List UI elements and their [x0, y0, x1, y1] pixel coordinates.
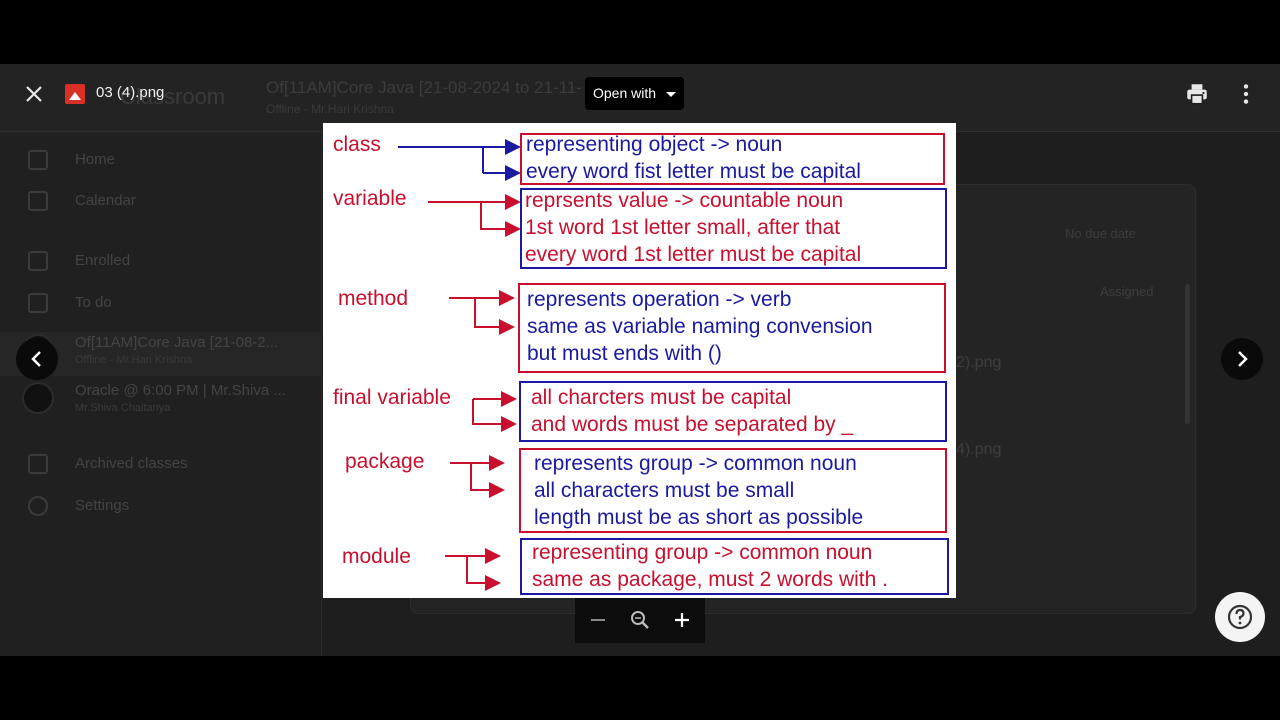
- sidebar-item-label: Oracle @ 6:00 PM | Mr.Shiva ...: [75, 382, 286, 399]
- definition-line: every word fist letter must be capital: [526, 160, 861, 183]
- caret-down-icon: [666, 92, 676, 97]
- sidebar-item-todo: To do: [0, 283, 322, 323]
- arrow-line: [398, 146, 484, 173]
- sidebar-item-class-oracle: Oracle @ 6:00 PM | Mr.Shiva ... Mr.Shiva…: [0, 380, 322, 424]
- definition-box: represents operation -> verb same as var…: [518, 283, 946, 373]
- zoom-out-button[interactable]: [582, 604, 614, 636]
- home-icon: [28, 150, 48, 170]
- background-file-1: 2).png: [956, 354, 1002, 371]
- checklist-icon: [28, 293, 48, 313]
- chevron-left-icon: [31, 351, 41, 367]
- definition-line: but must ends with (): [527, 342, 722, 365]
- zoom-toolbar: [575, 598, 705, 643]
- background-file-2: 4).png: [956, 441, 1002, 458]
- sidebar-item-label: To do: [75, 294, 112, 311]
- background-course-subtitle: Offline - Mr.Hari Krishna: [266, 102, 394, 116]
- help-button[interactable]: [1215, 592, 1265, 642]
- sidebar-item-calendar: Calendar: [0, 181, 322, 221]
- graduation-cap-icon: [28, 251, 48, 271]
- print-button[interactable]: [1184, 81, 1210, 107]
- sidebar-item-label: Archived classes: [75, 455, 188, 472]
- sidebar-item-label: Enrolled: [75, 252, 131, 269]
- next-button[interactable]: [1221, 338, 1263, 380]
- definition-box: represents group -> common noun all char…: [519, 448, 947, 533]
- definition-line: length must be as short as possible: [534, 506, 864, 529]
- arrow-line: [449, 297, 515, 335]
- definition-box: representing object -> noun every word f…: [520, 133, 945, 185]
- zoom-reset-button[interactable]: [624, 604, 656, 636]
- print-icon: [1187, 84, 1207, 105]
- definition-box: reprsents value -> countable noun 1st wo…: [520, 188, 947, 269]
- image-file-icon: [65, 84, 85, 104]
- calendar-icon: [28, 191, 48, 211]
- magnifier-icon: [631, 611, 649, 629]
- more-vert-icon: [1243, 84, 1249, 104]
- sidebar-item-enrolled: Enrolled: [0, 241, 322, 281]
- definition-line: same as variable naming convension: [527, 315, 873, 338]
- gear-icon: [28, 496, 48, 516]
- sidebar-item-label: Calendar: [75, 192, 136, 209]
- background-logo: Classroom: [120, 84, 226, 109]
- sidebar-item-label: Settings: [75, 497, 130, 514]
- close-button[interactable]: [22, 82, 46, 106]
- sidebar-item-settings: Settings: [0, 486, 322, 526]
- definition-line: all characters must be small: [534, 479, 795, 502]
- sidebar-item-home: Home: [0, 140, 322, 180]
- definition-line: reprsents value -> countable noun: [525, 189, 844, 212]
- definition-line: representing group -> common noun: [532, 541, 873, 564]
- term-label: method: [338, 287, 409, 310]
- sidebar-item-label: Of[11AM]Core Java [21-08-2...: [75, 334, 279, 351]
- sidebar-item-label: Home: [75, 151, 116, 168]
- help-icon: [1227, 604, 1253, 630]
- term-label: variable: [333, 187, 407, 210]
- viewer-frame: Classroom Of[11AM]Core Java [21-08-2024 …: [0, 64, 1280, 656]
- background-sidebar: Home Calendar Enrolled To do Of[11AM]Cor…: [0, 132, 322, 656]
- background-due-date: No due date: [1065, 226, 1136, 241]
- open-with-label: Open with: [593, 85, 657, 101]
- definition-box: all charcters must be capital and words …: [519, 381, 947, 442]
- close-icon: [26, 86, 42, 102]
- term-label: class: [333, 133, 381, 156]
- background-scrollbar: [1185, 284, 1190, 424]
- definition-line: same as package, must 2 words with .: [532, 568, 888, 591]
- file-name: 03 (4).png: [96, 84, 165, 101]
- arrow-line: [428, 201, 521, 237]
- plus-icon: [675, 613, 689, 627]
- definition-line: represents operation -> verb: [527, 288, 792, 311]
- term-label: package: [345, 450, 425, 473]
- avatar: [22, 382, 54, 414]
- term-label: module: [342, 545, 411, 568]
- background-status: Assigned: [1100, 284, 1154, 299]
- image-preview: class representing object -> noun every …: [323, 123, 956, 598]
- zoom-in-button[interactable]: [666, 604, 698, 636]
- definition-line: and words must be separated by _: [531, 413, 854, 436]
- open-with-button[interactable]: Open with: [585, 77, 684, 110]
- arrow-line: [466, 556, 501, 591]
- definition-line: 1st word 1st letter small, after that: [525, 216, 841, 239]
- definition-line: every word 1st letter must be capital: [525, 243, 862, 266]
- sidebar-item-sublabel: Mr.Shiva Chaitanya: [75, 402, 171, 414]
- viewer-toolbar: 03 (4).png Open with: [0, 64, 1280, 124]
- term-label: final variable: [333, 386, 451, 409]
- definition-box: representing group -> common noun same a…: [520, 538, 949, 595]
- definition-line: representing object -> noun: [526, 133, 783, 156]
- arrow-line: [472, 399, 517, 432]
- archive-icon: [28, 454, 48, 474]
- definition-line: all charcters must be capital: [531, 386, 792, 409]
- arrow-line: [470, 463, 505, 498]
- minus-icon: [591, 619, 605, 621]
- more-options-button[interactable]: [1233, 81, 1259, 107]
- previous-button[interactable]: [16, 338, 58, 380]
- sidebar-item-archived: Archived classes: [0, 444, 322, 484]
- background-course-title: Of[11AM]Core Java [21-08-2024 to 21-11-: [266, 78, 582, 97]
- definition-line: represents group -> common noun: [534, 452, 857, 475]
- sidebar-item-sublabel: Offline - Mr.Hari Krishna: [75, 354, 193, 366]
- arrow-connectors: [398, 139, 521, 591]
- chevron-right-icon: [1238, 351, 1248, 367]
